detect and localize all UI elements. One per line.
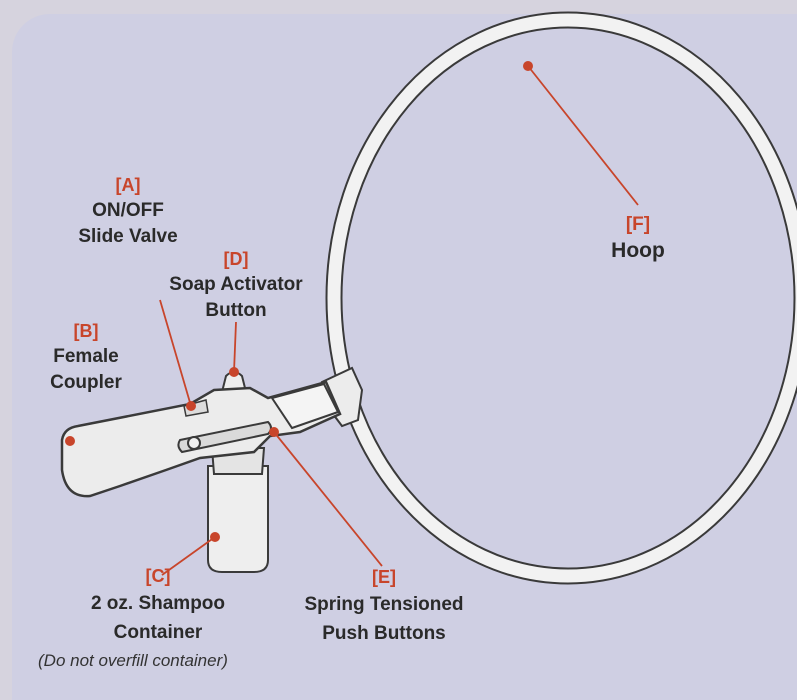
dot-c: [210, 532, 220, 542]
leader-e: [273, 431, 383, 567]
callout-e-letter: [E]: [372, 567, 396, 587]
callout-c-letter: [C]: [145, 566, 171, 586]
coupler-end: [270, 382, 340, 430]
callout-b-letter: [B]: [73, 321, 99, 341]
callout-f-line-1: Hoop: [611, 239, 665, 262]
callout-a-line-2: Slide Valve: [78, 226, 178, 247]
callout-d-letter: [D]: [223, 249, 249, 269]
callout-a: [A] ON/OFF Slide Valve: [48, 172, 208, 250]
dot-f: [523, 61, 533, 71]
dot-b: [65, 436, 75, 446]
leader-d: [233, 321, 237, 373]
callout-b: [B] Female Coupler: [36, 318, 136, 396]
callout-a-letter: [A]: [115, 175, 141, 195]
shampoo-container: [207, 465, 269, 573]
callout-d: [D] Soap Activator Button: [148, 246, 324, 324]
callout-d-line-2: Button: [205, 300, 267, 321]
callout-c-line-2: Container: [113, 622, 203, 643]
dot-e: [269, 427, 279, 437]
hoop: [325, 11, 797, 585]
slide-valve-slot: [177, 420, 272, 454]
leader-c: [161, 536, 216, 576]
callout-a-line-1: ON/OFF: [92, 200, 164, 221]
callout-e: [E] Spring Tensioned Push Buttons: [278, 564, 490, 648]
leader-lines: [159, 65, 639, 576]
callout-e-line-1: Spring Tensioned: [304, 594, 464, 615]
callout-f: [F] Hoop: [588, 212, 688, 264]
callout-b-line-1: Female: [53, 346, 119, 367]
diagram-background: [12, 14, 797, 700]
callout-d-line-1: Soap Activator: [169, 274, 303, 295]
callout-b-line-2: Coupler: [50, 372, 122, 393]
leader-dots: [65, 61, 533, 542]
dot-d: [229, 367, 239, 377]
callout-c-note: (Do not overfill container): [38, 651, 228, 670]
leader-f: [527, 65, 639, 206]
callout-f-letter: [F]: [625, 214, 651, 235]
callout-c: [C] 2 oz. Shampoo Container: [58, 563, 258, 647]
dot-a: [186, 401, 196, 411]
slide-valve-knob: [187, 436, 201, 450]
valve-detail: [183, 399, 209, 417]
leader-a: [159, 299, 192, 407]
callout-c-line-1: 2 oz. Shampoo: [90, 593, 226, 614]
callout-e-line-2: Push Buttons: [322, 623, 446, 644]
